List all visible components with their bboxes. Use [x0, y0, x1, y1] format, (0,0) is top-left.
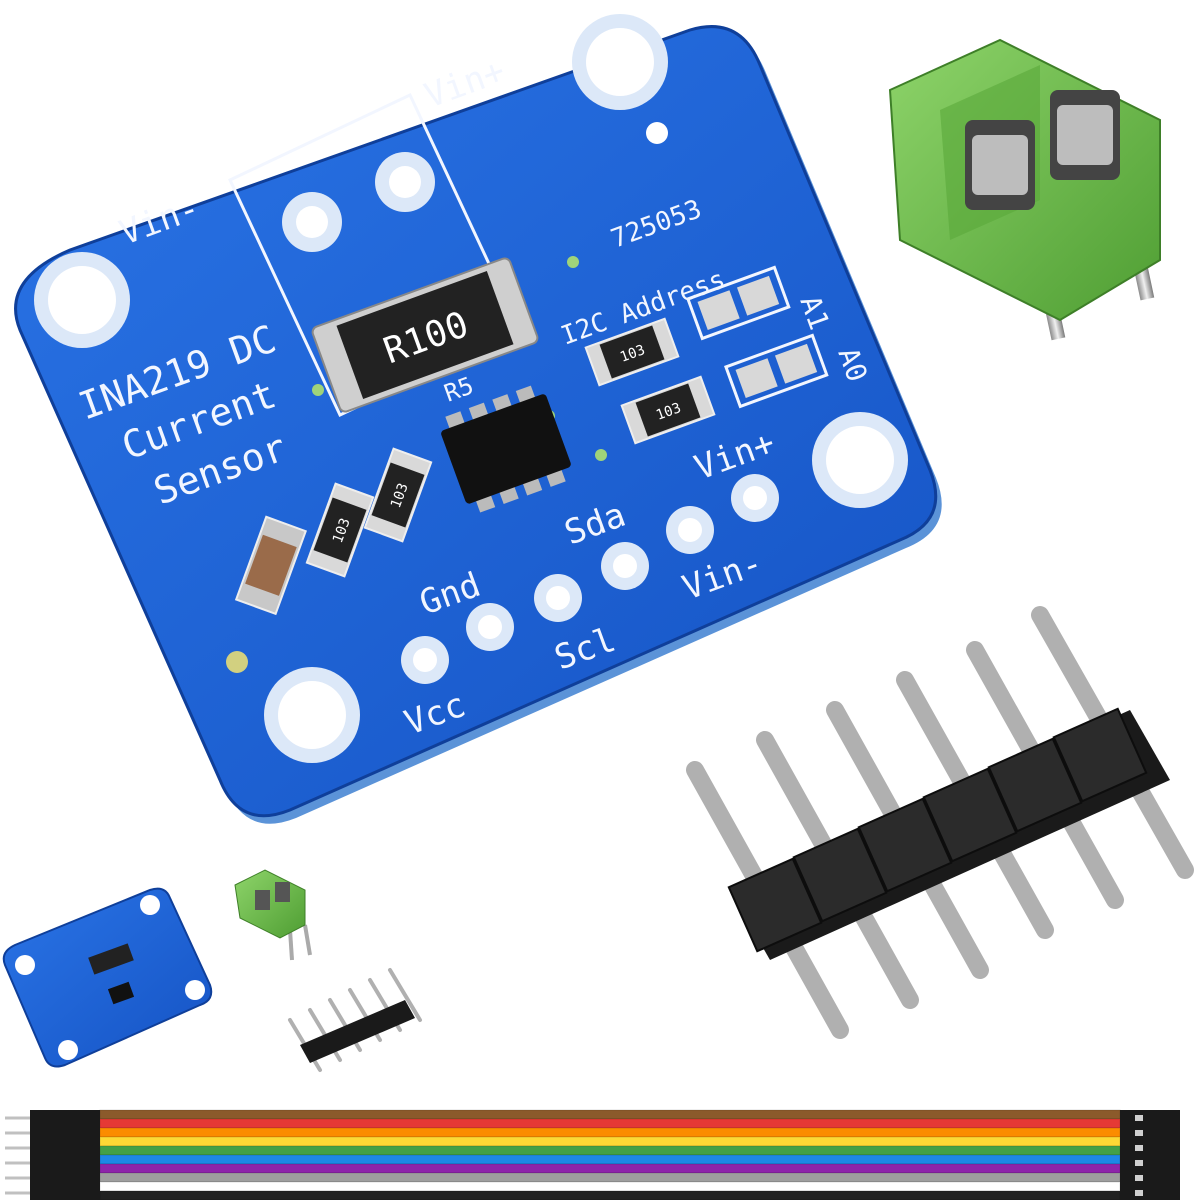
mounting-hole-bottom-left [264, 667, 360, 763]
ribbon-wire [99, 1172, 1121, 1183]
ribbon-wire [99, 1190, 1121, 1201]
via [312, 384, 324, 396]
pin-pad-vin-plus [731, 474, 779, 522]
address-jumper-a0 [724, 333, 829, 409]
smd-resistor: 103 [584, 317, 680, 387]
ina219-chip [441, 385, 571, 513]
via [595, 449, 607, 461]
mounting-hole-top-left [34, 252, 130, 348]
pin-pad-gnd [466, 603, 514, 651]
ribbon-wire [99, 1136, 1121, 1147]
ribbon-connector-right [1120, 1110, 1180, 1200]
board-thumbnail [2, 887, 213, 1068]
mounting-hole-top-right [572, 14, 668, 110]
screw-slot [965, 120, 1035, 210]
address-jumper-a1 [686, 265, 791, 341]
pin-header-large [686, 606, 1194, 1039]
smd-capacitor [234, 515, 308, 616]
terminal-pad-vin-plus [375, 152, 435, 212]
ribbon-wire [99, 1154, 1121, 1165]
smd-resistor: 103 [305, 482, 375, 578]
mounting-hole-bottom-right [812, 412, 908, 508]
ribbon-wire [99, 1127, 1121, 1138]
smd-resistor: 103 [363, 447, 433, 543]
pin-header-thumbnail [288, 968, 422, 1072]
pin-pad-scl [534, 574, 582, 622]
via [646, 122, 668, 144]
ribbon-connector-left [5, 1110, 100, 1200]
smd-resistor: 103 [620, 375, 716, 445]
ina219-board: R100 103 103 103 103 [14, 14, 942, 824]
pin-pad-sda [601, 542, 649, 590]
ribbon-cable [99, 1109, 1121, 1201]
ribbon-wire [99, 1163, 1121, 1174]
screw-terminal-thumbnail [234, 869, 312, 961]
pin-pad-vin-minus [666, 506, 714, 554]
ribbon-wire [99, 1181, 1121, 1192]
ribbon-wire [99, 1109, 1121, 1120]
via [567, 256, 579, 268]
terminal-pad-vin-minus [282, 192, 342, 252]
ribbon-wire [99, 1118, 1121, 1129]
screw-terminal-large [888, 38, 1161, 341]
via [226, 651, 248, 673]
shunt-resistor: R100 [311, 257, 539, 413]
pin-pad-vcc [401, 636, 449, 684]
ribbon-wire [99, 1145, 1121, 1156]
screw-slot [1050, 90, 1120, 180]
